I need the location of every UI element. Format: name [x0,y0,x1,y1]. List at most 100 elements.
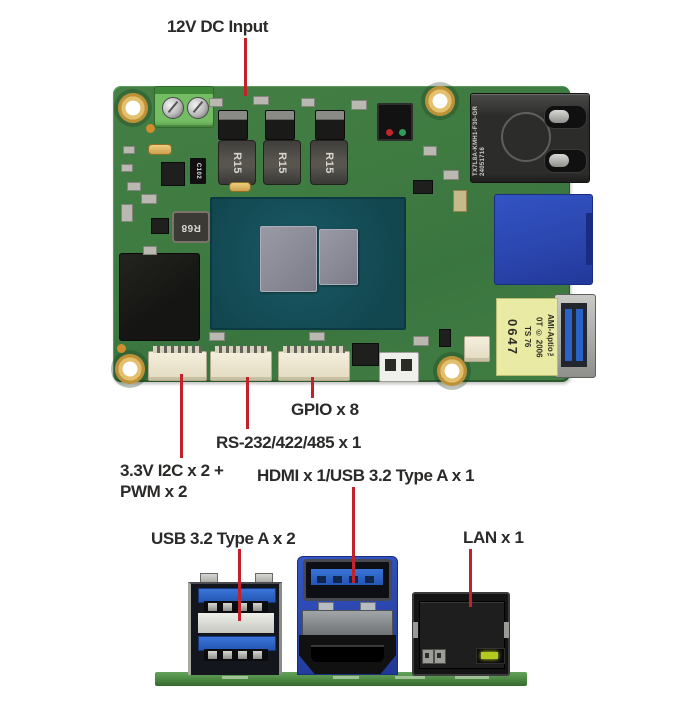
green-led [399,129,406,136]
dc-input-terminal-block [154,86,214,128]
callout-label-gpio: GPIO x 8 [291,400,359,419]
sticker-line3: TS 76 [522,326,532,348]
red-led [386,129,393,136]
smd-component [413,336,429,346]
callout-line-gpio [311,377,314,398]
callout-label-i2c-pwm: 3.3V I2C x 2 + PWM x 2 [120,460,224,502]
silkscreen-mark [455,676,489,679]
mounting-hole-top-left [118,93,148,123]
mosfet-chip [315,110,345,140]
sticker-line2: 0T © 2006 [534,316,544,358]
smd-component [413,180,433,194]
sticker-line4: 0647 [505,318,521,356]
i2c-pwm-header [148,346,207,381]
silkscreen-mark [333,676,359,679]
smd-component [209,332,225,341]
usb-port-tongue [311,569,383,585]
silkscreen-mark [395,676,425,679]
smd-component [127,182,141,191]
callout-label-i2c-line1: 3.3V I2C x 2 + [120,461,224,480]
usb-port-top-view: AMI-Aptio™ 0T © 2006 TS 76 0647 [494,286,596,378]
ethernet-latch-slot [544,149,587,173]
inductor-marking: R68 [181,221,201,233]
rj45-led-window [422,649,434,664]
ethernet-jack-marking: TX7L8A-KMH1-F30-GR 24051716 [473,98,487,176]
combo-usb-port [303,559,392,601]
usb-port-pins [204,601,268,613]
smd-component [309,332,325,341]
ethernet-latch-slot [544,105,587,129]
callout-label-usb: USB 3.2 Type A x 2 [151,529,296,548]
mounting-hole-top-right [425,86,455,116]
diode-marking: C102 [195,162,201,180]
combo-metal-bracket [302,610,393,636]
smd-component [123,146,135,154]
smd-component [161,162,185,186]
smd-component [443,170,459,180]
silkscreen-mark [222,676,248,679]
soc-die-small [319,229,358,285]
ethernet-jack-logo [501,112,551,162]
smd-component [121,204,133,222]
usb-stack-dual-port [188,573,282,675]
usb-port-pins [204,649,268,661]
smd-component [351,100,367,110]
inductor-marking: R15 [323,151,335,174]
mosfet-chip [218,110,248,140]
smd-component [151,218,169,234]
power-inductor: R15 [263,140,301,185]
tantalum-capacitor [148,144,172,155]
smd-component [141,194,157,204]
sbc-board-top-view: R15 R15 R15 C102 R68 TX7L8A-KMH1-F30-GR … [113,86,596,386]
callout-label-i2c-line2: PWM x 2 [120,482,188,501]
mounting-hole-bottom-right [437,356,467,386]
power-inductor: R15 [218,140,256,185]
fiducial-dot [146,124,155,133]
rj45-led-window [434,649,446,664]
hdmi-usb-combo-connector [297,553,398,675]
soc-die-large [260,226,317,292]
ethernet-marking-line1: TX7L8A-KMH1-F30-GR [473,105,479,176]
smd-component [352,343,379,366]
ethernet-jack-top-view: TX7L8A-KMH1-F30-GR 24051716 [470,93,590,183]
callout-line-usb [238,549,241,621]
callout-label-dc-input: 12V DC Input [167,17,268,36]
small-wafer-connector [464,336,490,362]
smd-component [453,190,467,212]
diode-c102: C102 [190,158,206,184]
callout-label-lan: LAN x 1 [463,528,524,547]
inductor-marking: R15 [276,151,288,174]
smd-component [143,246,157,255]
fiducial-dot [117,344,126,353]
rj45-activity-led [476,648,505,664]
mounting-hole-bottom-left [115,354,145,384]
inductor-marking: R15 [231,151,243,174]
smd-component [121,164,133,172]
callout-label-rs232: RS-232/422/485 x 1 [216,433,361,452]
rs232-header [210,346,272,381]
memory-chip [119,253,200,341]
usb-stack-divider [198,613,274,633]
ethernet-marking-line2: 24051716 [480,146,486,176]
smd-component [439,329,451,347]
rj45-latch-notch [504,622,509,638]
smd-component [423,146,437,156]
jst-power-connector [379,352,419,382]
power-inductor: R15 [310,140,348,185]
callout-line-hdmi-usb [352,487,355,583]
sticker-line1: AMI-Aptio™ [546,313,555,361]
usb-metal-shell [554,294,596,378]
blue-stacked-connector-top-view [494,194,593,285]
usb-stack-body [188,582,282,675]
controller-chip [377,103,413,141]
lan-rj45-port [412,592,510,676]
hdmi-port [299,635,396,674]
mosfet-chip [265,110,295,140]
callout-line-i2c-pwm [180,374,183,458]
terminal-screw [187,97,209,119]
smd-component [253,96,269,105]
callout-label-hdmi-usb: HDMI x 1/USB 3.2 Type A x 1 [257,466,475,485]
smd-component [209,98,223,107]
tantalum-capacitor [229,182,251,192]
